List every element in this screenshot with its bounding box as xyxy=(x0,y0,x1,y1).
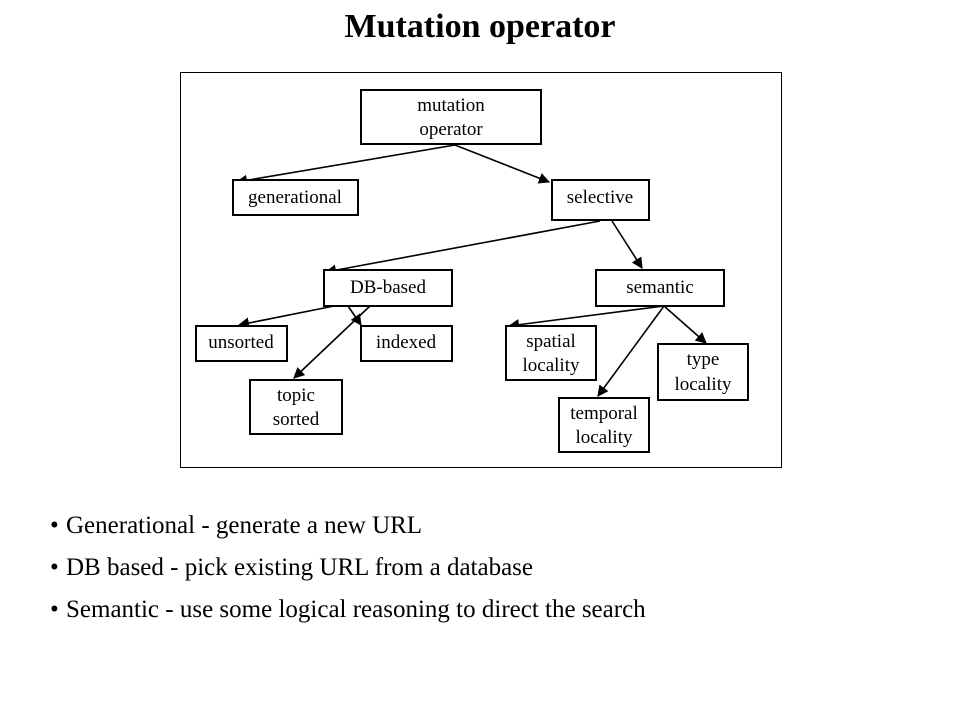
node-db-based: DB-based xyxy=(323,269,453,307)
node-mutation-operator-line1: mutation xyxy=(417,95,485,116)
node-temporal-locality-line1: temporal xyxy=(570,403,638,424)
bullet-item: • DB based - pick existing URL from a dat… xyxy=(50,552,646,584)
node-indexed: indexed xyxy=(360,325,453,362)
node-generational: generational xyxy=(232,179,359,216)
bullet-marker: • xyxy=(50,554,59,581)
edge-selective-to-db-based xyxy=(324,220,601,276)
slide-title: Mutation operator xyxy=(344,8,616,45)
diagram-edges xyxy=(235,144,707,397)
bullet-list: • Generational - generate a new URL • DB b… xyxy=(50,510,646,636)
node-mutation-operator: mutation operator xyxy=(360,89,542,145)
edge-semantic-to-spatial-locality xyxy=(507,305,665,331)
edge-semantic-to-temporal-locality xyxy=(597,305,665,397)
node-type-locality-line1: type xyxy=(687,349,720,370)
edge-db-based-to-topic-sorted xyxy=(293,305,371,379)
node-selective: selective xyxy=(551,179,650,221)
node-spatial-locality-line1: spatial xyxy=(526,331,576,352)
node-spatial-locality: spatial locality xyxy=(505,325,597,381)
node-mutation-operator-line2: operator xyxy=(419,119,483,140)
node-topic-sorted: topic sorted xyxy=(249,379,343,435)
node-semantic-label: semantic xyxy=(626,277,694,298)
node-selective-label: selective xyxy=(567,187,633,208)
edge-selective-to-semantic xyxy=(611,220,643,269)
bullet-text-generational: Generational - generate a new URL xyxy=(66,512,423,539)
bullet-text-db-based: DB based - pick existing URL from a data… xyxy=(66,554,534,581)
bullet-item: • Semantic - use some logical reasoning t… xyxy=(50,594,646,626)
node-topic-sorted-line2: sorted xyxy=(273,409,320,430)
bullet-marker: • xyxy=(50,596,59,623)
edge-semantic-to-type-locality xyxy=(663,305,707,344)
node-unsorted-label: unsorted xyxy=(208,332,274,353)
node-temporal-locality: temporal locality xyxy=(558,397,650,453)
node-temporal-locality-line2: locality xyxy=(576,427,633,448)
edge-db-based-to-unsorted xyxy=(237,305,335,329)
node-type-locality-line2: locality xyxy=(675,374,732,395)
node-spatial-locality-line2: locality xyxy=(523,355,580,376)
edge-mutation-operator-to-generational xyxy=(235,144,456,186)
node-indexed-label: indexed xyxy=(376,332,437,353)
node-semantic: semantic xyxy=(595,269,725,307)
edge-db-based-to-indexed xyxy=(347,305,362,326)
node-type-locality: type locality xyxy=(657,343,749,401)
edge-mutation-operator-to-selective xyxy=(454,144,551,184)
node-generational-label: generational xyxy=(248,187,342,208)
bullet-item: • Generational - generate a new URL xyxy=(50,510,646,542)
bullet-text-semantic: Semantic - use some logical reasoning to… xyxy=(66,596,646,623)
node-unsorted: unsorted xyxy=(195,325,288,362)
node-topic-sorted-line1: topic xyxy=(277,385,315,406)
bullet-marker: • xyxy=(50,512,59,539)
node-db-based-label: DB-based xyxy=(350,277,426,298)
